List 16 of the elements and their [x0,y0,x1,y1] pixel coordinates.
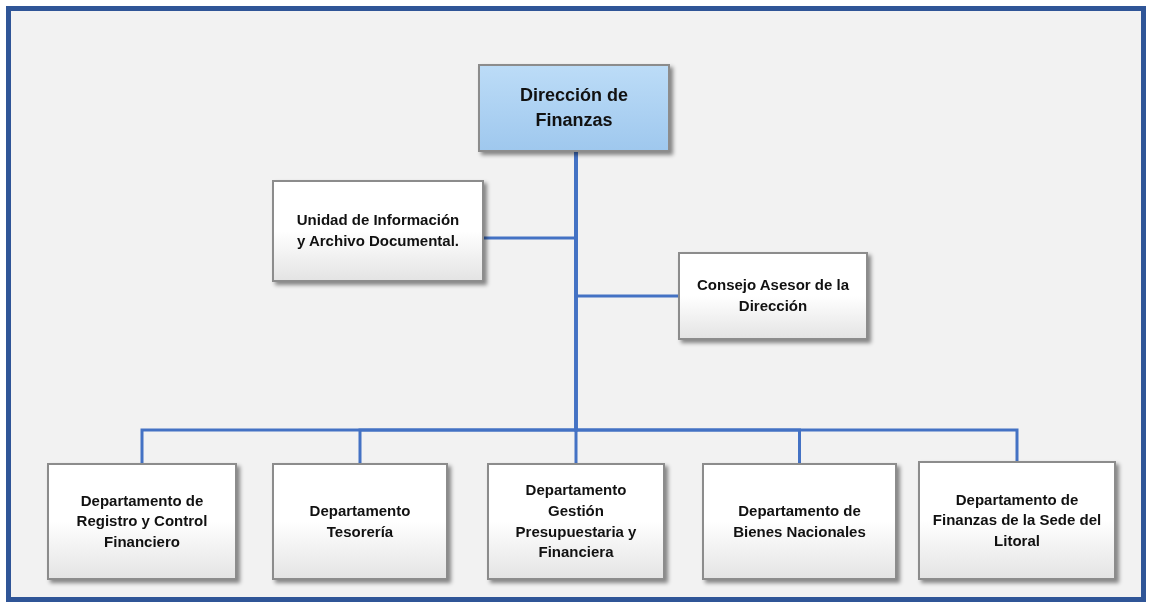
box-label: Departamento Tesorería [308,500,412,542]
department-box [487,463,665,580]
box-label: Departamento de Finanzas de la Sede del Litoral [931,489,1103,551]
director-box [478,64,670,152]
box-label: Consejo Asesor de la Dirección [696,275,850,316]
department-box [47,463,237,580]
department-box [272,463,448,580]
box-label: Dirección de Finanzas [518,84,629,132]
department-box [272,180,484,282]
box-label: Departamento de Bienes Nacionales [732,500,867,542]
department-box [678,252,868,340]
box-label: Departamento Gestión Presupuestaria y Financiera [514,480,638,563]
box-label: Unidad de Información y Archivo Documental. [295,210,461,251]
department-box [918,461,1116,580]
box-label: Departamento de Registro y Control Financiero [75,490,209,552]
department-box [702,463,897,580]
